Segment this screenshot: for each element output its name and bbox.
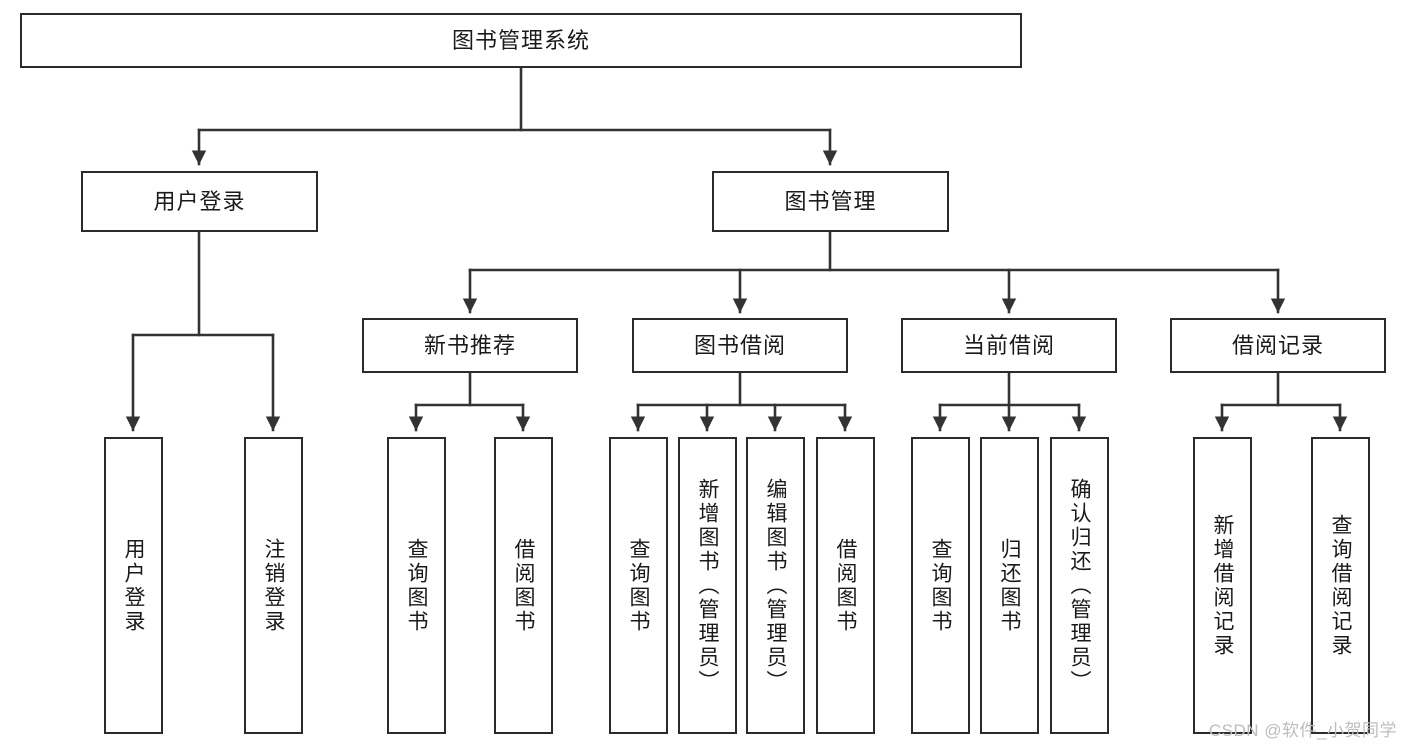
csdn-watermark: CSDN @软件_小贺同学 [1208,721,1397,740]
leaf-borrow-record-query-record[interactable]: 查询借阅记录 [1311,437,1370,734]
node-root-book-management-system[interactable]: 图书管理系统 [20,13,1022,68]
leaf-book-borrow-edit-book-admin[interactable]: 编辑图书（管理员） [746,437,805,734]
node-label: 借阅图书 [512,537,536,634]
node-label: 新书推荐 [423,332,516,358]
node-label: 注销登录 [262,537,286,634]
node-current-borrow[interactable]: 当前借阅 [901,318,1117,373]
node-new-book-recommend[interactable]: 新书推荐 [362,318,578,373]
node-label: 查询图书 [929,537,953,634]
leaf-new-book-query-book[interactable]: 查询图书 [387,437,446,734]
node-label: 查询图书 [405,537,429,634]
node-label: 借阅记录 [1231,332,1324,358]
leaf-new-book-borrow-book[interactable]: 借阅图书 [494,437,553,734]
node-label: 借阅图书 [834,537,858,634]
node-book-borrow[interactable]: 图书借阅 [632,318,848,373]
leaf-user-login-login[interactable]: 用户登录 [104,437,163,734]
node-label: 新增图书（管理员） [696,477,720,694]
node-label: 图书管理系统 [451,27,590,53]
leaf-book-borrow-query-book[interactable]: 查询图书 [609,437,668,734]
node-label: 归还图书 [998,537,1022,634]
leaf-current-borrow-confirm-return-admin[interactable]: 确认归还（管理员） [1050,437,1109,734]
node-label: 确认归还（管理员） [1068,477,1092,694]
node-label: 查询图书 [627,537,651,634]
leaf-book-borrow-borrow-book[interactable]: 借阅图书 [816,437,875,734]
node-borrow-record[interactable]: 借阅记录 [1170,318,1386,373]
leaf-user-login-logout[interactable]: 注销登录 [244,437,303,734]
node-label: 用户登录 [153,188,246,214]
node-user-login[interactable]: 用户登录 [81,171,318,232]
node-label: 查询借阅记录 [1329,513,1353,658]
node-label: 新增借阅记录 [1211,513,1235,658]
node-label: 当前借阅 [962,332,1055,358]
node-label: 图书借阅 [693,332,786,358]
leaf-borrow-record-add-record[interactable]: 新增借阅记录 [1193,437,1252,734]
leaf-current-borrow-return-book[interactable]: 归还图书 [980,437,1039,734]
node-label: 图书管理 [784,188,877,214]
leaf-current-borrow-query-book[interactable]: 查询图书 [911,437,970,734]
node-label: 用户登录 [122,537,146,634]
leaf-book-borrow-add-book-admin[interactable]: 新增图书（管理员） [678,437,737,734]
node-label: 编辑图书（管理员） [764,477,788,694]
node-book-management[interactable]: 图书管理 [712,171,949,232]
